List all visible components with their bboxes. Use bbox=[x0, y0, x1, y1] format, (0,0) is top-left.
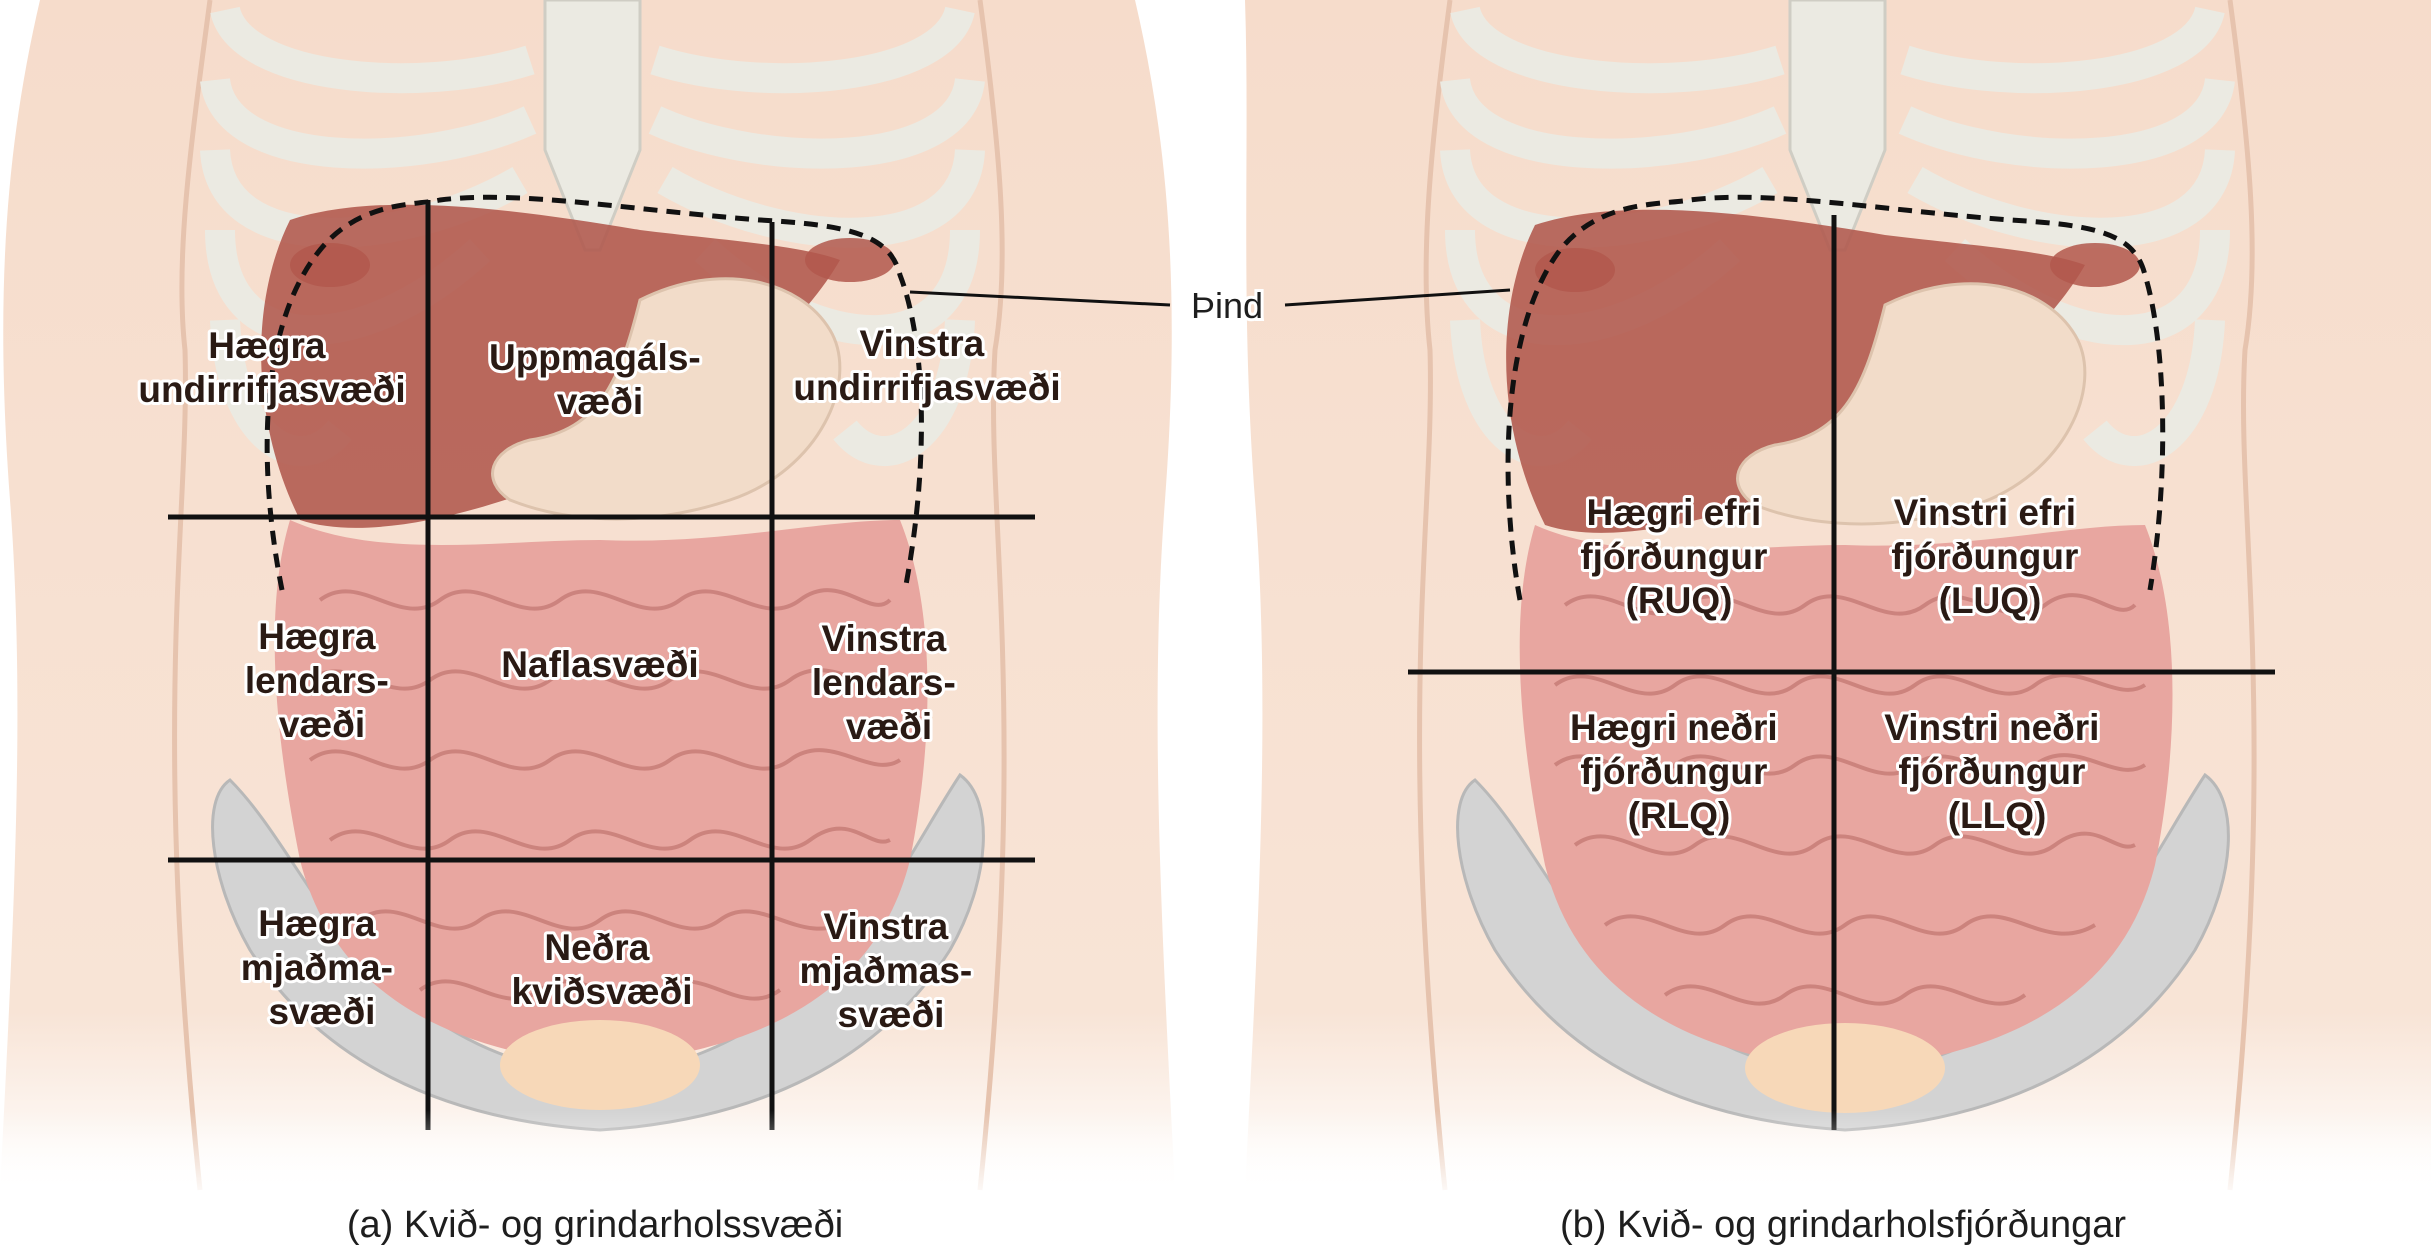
label-right-lumbar: Hægra lendars- væði bbox=[245, 616, 399, 745]
panel-b-four-quadrants: Hægri efri fjórðungur (RUQ) Vinstri efri… bbox=[1230, 0, 2431, 1246]
caption-a: (a) Kvið- og grindarholssvæði bbox=[347, 1204, 843, 1246]
label-left-lumbar: Vinstra lendars- væði bbox=[812, 618, 966, 747]
diaphragm-outline-a bbox=[264, 194, 924, 591]
lung-tip-left bbox=[805, 238, 895, 282]
diaphragm-label: Þind bbox=[1191, 285, 1263, 326]
bladder-b bbox=[1745, 1023, 1945, 1113]
label-llq: Vinstri neðri fjórðungur (LLQ) bbox=[1884, 707, 2110, 836]
body-outline bbox=[172, 0, 1007, 1191]
lung-tip-left-b bbox=[2050, 243, 2140, 287]
callout-leader-right bbox=[1284, 288, 1511, 307]
body-outline-b bbox=[1417, 0, 2257, 1191]
label-luq: Vinstri efri fjórðungur (LUQ) bbox=[1891, 492, 2088, 621]
label-left-iliac: Vinstra mjaðmas- svæði bbox=[799, 906, 982, 1035]
label-rlq: Hægri neðri fjórðungur (RLQ) bbox=[1570, 707, 1788, 836]
diaphragm-callout: Þind bbox=[909, 282, 1511, 329]
callout-leader-left bbox=[909, 290, 1171, 307]
region-grid-a bbox=[168, 200, 1035, 1130]
label-hypogastric: Neðra kviðsvæði bbox=[512, 927, 693, 1012]
stomach-b bbox=[1736, 282, 2087, 526]
intestines bbox=[274, 520, 928, 1065]
intestines-b bbox=[1519, 525, 2173, 1070]
label-epigastric: Uppmagáls- væði bbox=[489, 337, 711, 422]
quadrant-grid-b bbox=[1408, 215, 2275, 1130]
caption-b: (b) Kvið- og grindarholsfjórðungar bbox=[1560, 1204, 2126, 1246]
bladder bbox=[500, 1020, 700, 1110]
panel-b-bottom-fade bbox=[1230, 1110, 2431, 1200]
panel-a-bottom-fade bbox=[0, 1110, 1200, 1200]
panel-a-nine-regions: Hægra undirrifjasvæði Uppmagáls- væði Vi… bbox=[0, 0, 1200, 1246]
label-right-hypochondriac: Hægra undirrifjasvæði bbox=[138, 325, 405, 410]
diaphragm-outline-b bbox=[1505, 194, 2166, 601]
label-right-iliac: Hægra mjaðma- svæði bbox=[241, 903, 403, 1032]
label-ruq: Hægri efri fjórðungur (RUQ) bbox=[1580, 492, 1777, 621]
intestine-coils bbox=[308, 588, 902, 1001]
intestine-coils-b bbox=[1553, 593, 2147, 1006]
label-umbilical: Naflasvæði bbox=[501, 644, 698, 685]
lung-tip-right-b bbox=[1535, 248, 1615, 292]
lung-tip-right bbox=[290, 243, 370, 287]
label-left-hypochondriac: Vinstra undirrifjasvæði bbox=[793, 323, 1060, 408]
